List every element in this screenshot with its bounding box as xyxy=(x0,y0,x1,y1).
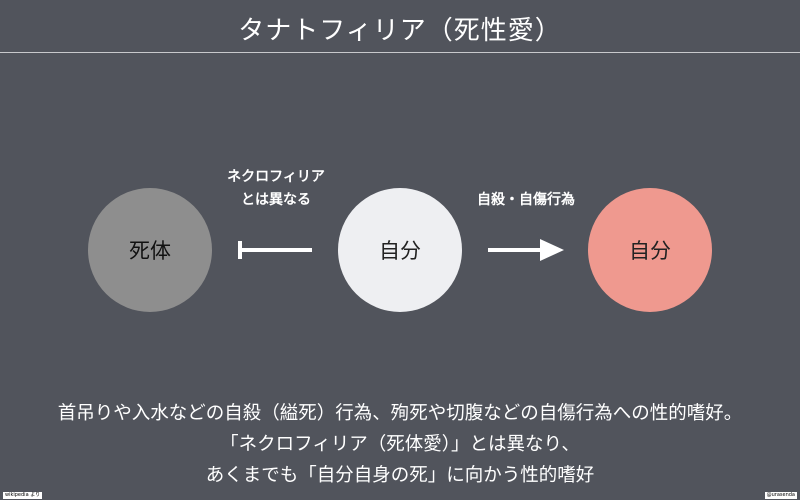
description: 首吊りや入水などの自殺（縊死）行為、殉死や切腹などの自傷行為への性的嗜好。 「ネ… xyxy=(0,398,800,491)
description-line: 「ネクロフィリア（死体愛）」とは異なり、 xyxy=(220,434,580,455)
edge-label-line1: ネクロフィリア xyxy=(227,169,325,185)
edge-label-self-harm: 自殺・自傷行為 xyxy=(477,192,575,208)
edge-label-necrophilia: ネクロフィリア とは異なる xyxy=(206,166,346,212)
inhibit-arrow-icon xyxy=(238,241,312,259)
credit-tag: @urasenda xyxy=(764,492,797,499)
node-self-target: 自分 xyxy=(588,188,712,312)
node-self: 自分 xyxy=(338,188,462,312)
source-tag: wikipedia より xyxy=(3,492,43,499)
description-line: あくまでも「自分自身の死」に向かう性的嗜好 xyxy=(205,465,595,486)
title-divider xyxy=(0,52,800,53)
edge-label-line2: とは異なる xyxy=(241,192,311,208)
node-corpse: 死体 xyxy=(88,188,212,312)
slide-title: タナトフィリア（死性愛） xyxy=(238,16,562,46)
description-line: 首吊りや入水などの自殺（縊死）行為、殉死や切腹などの自傷行為への性的嗜好。 xyxy=(57,403,743,424)
right-arrow-icon xyxy=(488,239,564,261)
